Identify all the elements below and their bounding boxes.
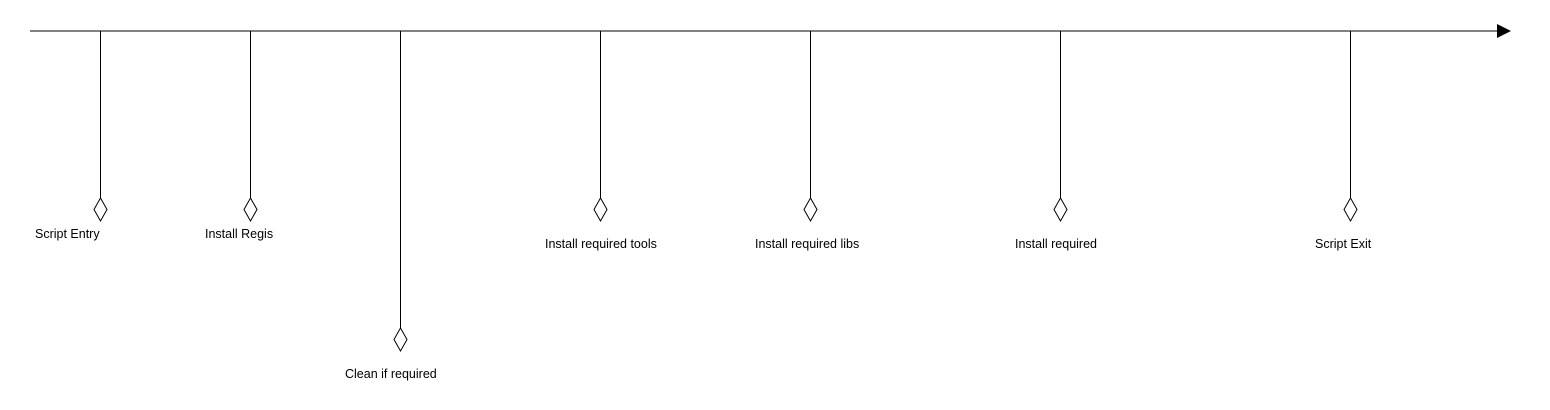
timeline-event-install-required-libs <box>803 31 818 223</box>
event-label-script-entry: Script Entry <box>35 227 100 241</box>
timeline-event-script-exit <box>1343 31 1358 223</box>
diamond-marker-icon <box>393 326 408 353</box>
timeline-event-clean-if-required <box>393 31 408 353</box>
timeline-arrowhead <box>1497 24 1511 38</box>
event-label-clean-if-required: Clean if required <box>345 367 437 381</box>
timeline-event-install-required-tools <box>593 31 608 223</box>
event-label-install-required-tools: Install required tools <box>545 237 657 251</box>
event-label-install-regis: Install Regis <box>205 227 274 241</box>
diamond-marker-icon <box>803 196 818 223</box>
diamond-marker-icon <box>1053 196 1068 223</box>
diamond-marker-icon <box>593 196 608 223</box>
timeline-event-install-regis <box>243 31 258 223</box>
event-label-script-exit: Script Exit <box>1315 237 1372 251</box>
timeline-event-script-entry <box>93 31 108 223</box>
event-label-install-required: Install required <box>1015 237 1097 251</box>
event-label-install-required-libs: Install required libs <box>755 237 860 251</box>
diamond-marker-icon <box>243 196 258 223</box>
diamond-marker-icon <box>1343 196 1358 223</box>
timeline-event-install-required <box>1053 31 1068 223</box>
diamond-marker-icon <box>93 196 108 223</box>
